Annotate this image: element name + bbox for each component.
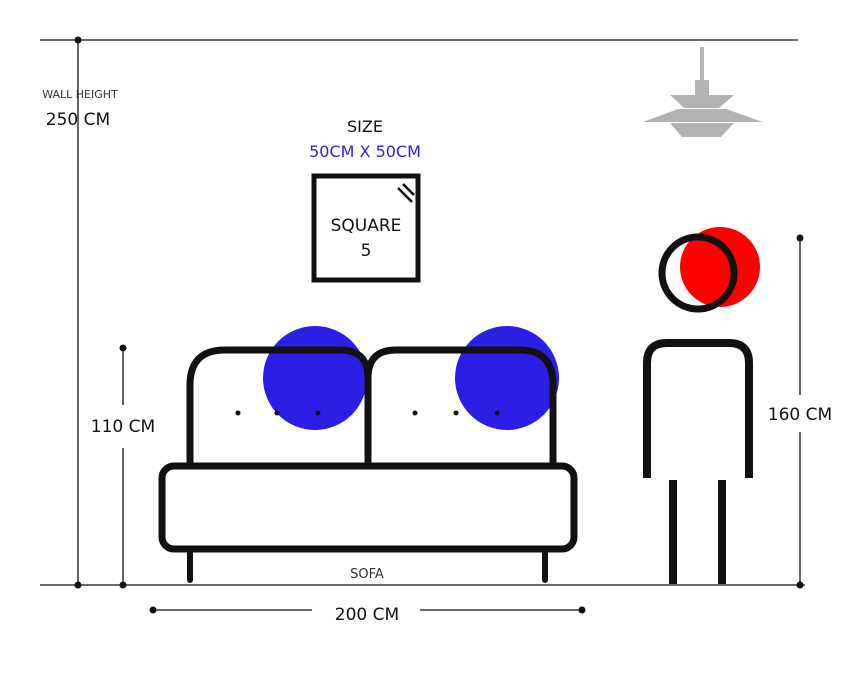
person-height-value: 160 CM bbox=[768, 405, 832, 425]
sofa-height-value: 110 CM bbox=[91, 417, 155, 437]
red-marker bbox=[680, 227, 760, 307]
guide-dots bbox=[74, 36, 804, 614]
frame-number: 5 bbox=[361, 241, 372, 261]
sofa-label: SOFA bbox=[350, 567, 384, 582]
blue-marker-right bbox=[455, 326, 559, 430]
glare-icon bbox=[397, 187, 413, 203]
wall-frame: SQUARE 5 bbox=[311, 173, 421, 283]
sofa-icon bbox=[158, 326, 578, 583]
sofa-width-value: 200 CM bbox=[335, 605, 399, 625]
pendant-lamp-icon bbox=[643, 47, 763, 137]
frame-name: SQUARE bbox=[331, 216, 402, 236]
wall-height-label: WALL HEIGHT bbox=[42, 88, 118, 101]
wall-height-value: 250 CM bbox=[46, 110, 110, 130]
frame-size-label: SIZE bbox=[347, 117, 383, 136]
wall-guides bbox=[40, 39, 805, 611]
person-icon bbox=[643, 227, 760, 584]
person-head bbox=[658, 233, 738, 313]
frame-size-value: 50CM X 50CM bbox=[309, 142, 421, 161]
